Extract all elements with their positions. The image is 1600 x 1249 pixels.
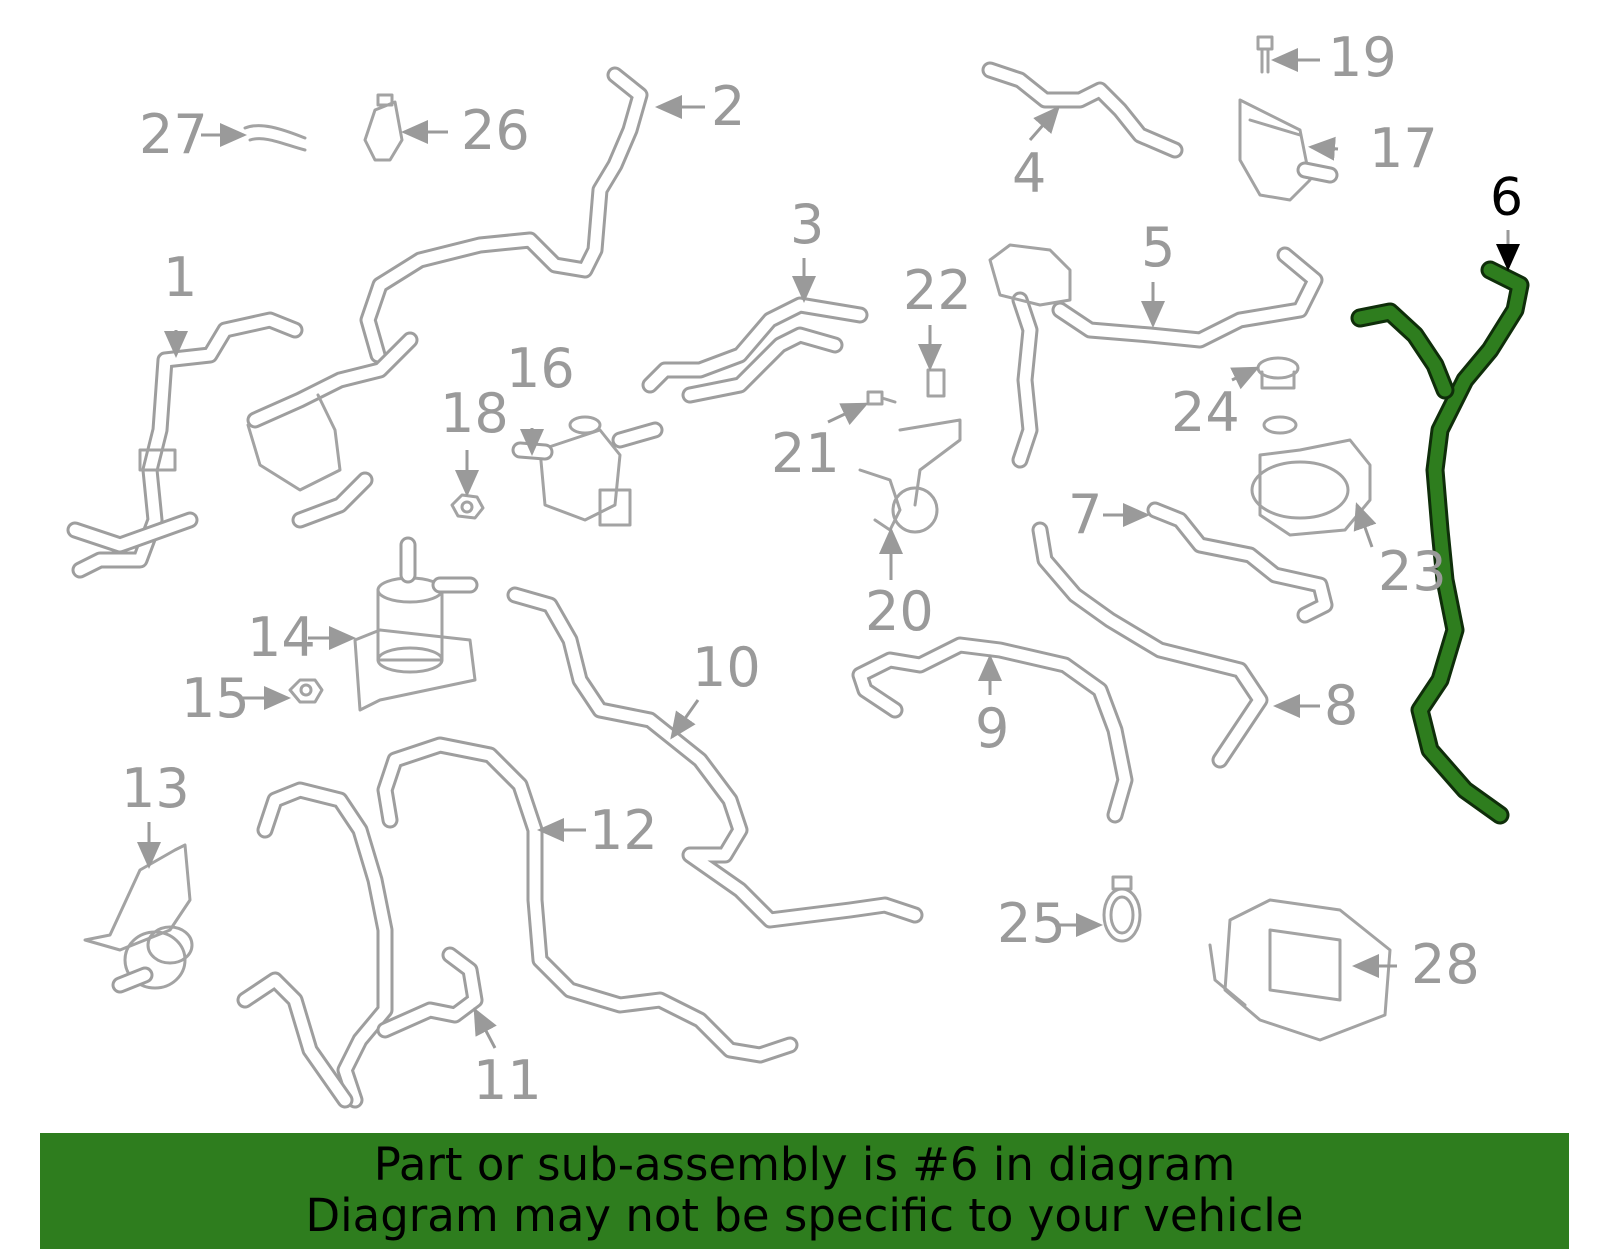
part-28-canister[interactable]	[1208, 898, 1392, 1042]
callout-27[interactable]: 27	[139, 103, 208, 166]
callout-24[interactable]: 24	[1171, 381, 1240, 444]
part-21-bolt[interactable]	[866, 390, 897, 406]
callout-19[interactable]: 19	[1328, 26, 1397, 89]
part-17-solenoid[interactable]	[1238, 98, 1339, 202]
part-4-pipe[interactable]	[981, 61, 1184, 159]
part-24-cap[interactable]	[1256, 356, 1300, 390]
part-23-reservoir[interactable]	[1250, 415, 1372, 537]
part-10-pipe[interactable]	[506, 586, 924, 929]
callout-6[interactable]: 6	[1490, 168, 1523, 228]
callout-1[interactable]: 1	[163, 246, 197, 309]
callout-21[interactable]: 21	[771, 422, 840, 485]
part-11-hose[interactable]	[236, 781, 484, 1109]
part-19-bolt[interactable]	[1256, 35, 1274, 74]
part-9-pipe[interactable]	[851, 636, 1134, 824]
callout-16[interactable]: 16	[506, 337, 575, 400]
part-12-hose[interactable]	[376, 736, 799, 1064]
part-6-hose-highlighted[interactable]	[1350, 260, 1530, 825]
callout-arrows	[137, 48, 1520, 1049]
callout-15[interactable]: 15	[181, 667, 250, 730]
callout-25[interactable]: 25	[997, 892, 1066, 955]
part-2-hose[interactable]	[246, 66, 649, 529]
part-7-hose[interactable]	[1146, 501, 1334, 624]
callout-23[interactable]: 23	[1378, 540, 1447, 603]
callout-labels: 1 2 3 4 5 6 7 8 9 10 11 12 13 14 15 16 1…	[121, 26, 1523, 1112]
callout-13[interactable]: 13	[121, 757, 190, 820]
part-27-clip[interactable]	[243, 124, 307, 152]
callout-10[interactable]: 10	[692, 636, 761, 699]
callout-26[interactable]: 26	[461, 99, 530, 162]
callout-2[interactable]: 2	[711, 75, 745, 138]
part-22-clip[interactable]	[926, 368, 946, 398]
part-8-pipe[interactable]	[1031, 521, 1269, 769]
callout-11[interactable]: 11	[473, 1049, 542, 1112]
part-14-pump[interactable]	[353, 536, 479, 712]
part-3-pipe[interactable]	[641, 296, 869, 404]
part-18-nut[interactable]	[450, 493, 485, 520]
callout-17[interactable]: 17	[1369, 117, 1438, 180]
part-16-valve[interactable]	[511, 415, 664, 527]
callout-22[interactable]: 22	[903, 259, 972, 322]
banner-line-2: Diagram may not be specific to your vehi…	[305, 1189, 1304, 1242]
banner-line-1: Part or sub-assembly is #6 in diagram	[373, 1138, 1236, 1191]
callout-3[interactable]: 3	[790, 193, 824, 256]
callout-8[interactable]: 8	[1324, 674, 1358, 737]
part-20-sensor[interactable]	[858, 418, 962, 534]
part-25-clamp[interactable]	[1102, 875, 1142, 943]
callout-12[interactable]: 12	[589, 799, 658, 862]
callout-5[interactable]: 5	[1141, 216, 1175, 279]
callout-20[interactable]: 20	[865, 580, 934, 643]
part-5-hose[interactable]	[988, 243, 1324, 469]
part-1-coolant-pipe[interactable]	[66, 311, 304, 579]
part-13-valve-bracket[interactable]	[83, 843, 194, 994]
part-15-nut[interactable]	[288, 678, 324, 704]
info-banner: Part or sub-assembly is #6 in diagram Di…	[40, 1133, 1569, 1249]
part-26-sensor[interactable]	[363, 93, 404, 162]
callout-28[interactable]: 28	[1411, 933, 1480, 996]
callout-4[interactable]: 4	[1012, 142, 1046, 205]
callout-18[interactable]: 18	[440, 382, 509, 445]
callout-14[interactable]: 14	[247, 606, 316, 669]
callout-7[interactable]: 7	[1068, 483, 1102, 546]
callout-9[interactable]: 9	[975, 697, 1009, 760]
